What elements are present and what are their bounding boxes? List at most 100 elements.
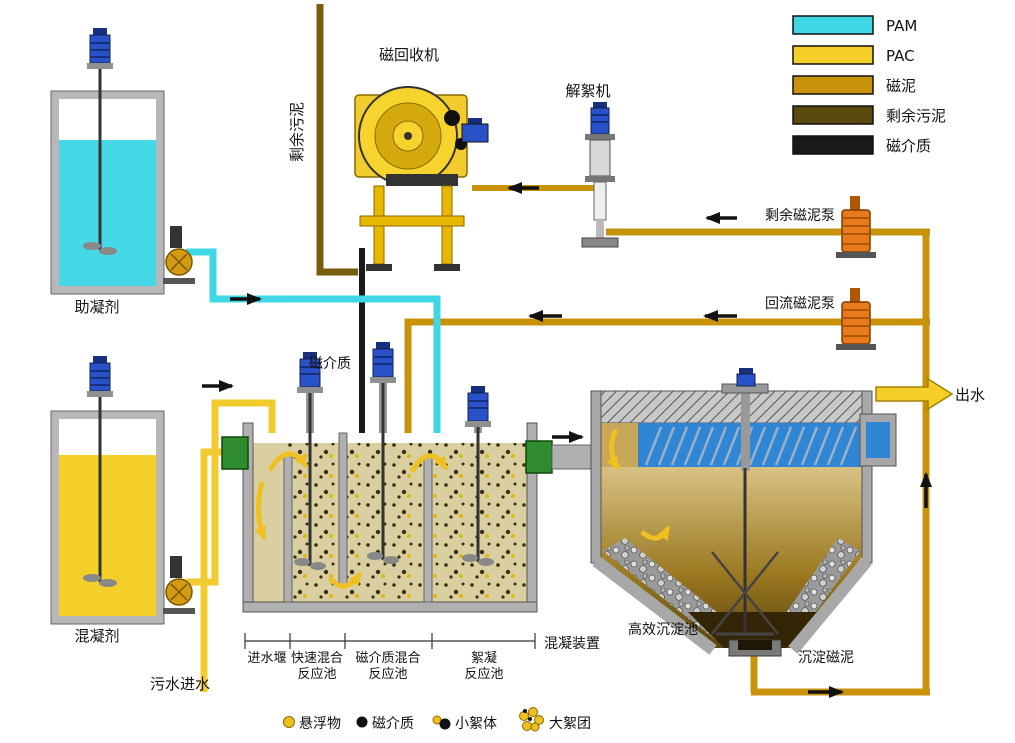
media-mixing-label-1: 磁介质混合 bbox=[355, 651, 420, 666]
drum-motor-icon bbox=[461, 123, 489, 143]
launder-deck bbox=[600, 390, 863, 424]
baffle bbox=[423, 454, 433, 603]
chamber-bracket: 进水堰 快速混合 反应池 磁介质混合 反应池 絮凝 反应池 bbox=[244, 633, 536, 682]
settled-mud-label: 沉淀磁泥 bbox=[798, 650, 854, 666]
coagulant-aid-tank: 助凝剂 bbox=[50, 28, 165, 316]
coagulant-tank: 混凝剂 bbox=[50, 356, 165, 645]
legend-swatch-magnetic-mud bbox=[792, 75, 874, 95]
flow-arrow bbox=[267, 451, 309, 472]
large-floc-label: 大絮团 bbox=[549, 715, 591, 732]
impeller-blade bbox=[99, 247, 117, 255]
magnetic-media-dot-icon bbox=[356, 716, 368, 728]
effluent-label: 出水 bbox=[955, 386, 985, 404]
mixer-motor-cap bbox=[93, 28, 107, 35]
sedimentation-tank-label: 高效沉淀池 bbox=[628, 621, 698, 638]
pac-liquid bbox=[59, 455, 156, 616]
inlet-weir-label: 进水堰 bbox=[247, 651, 286, 666]
scraper-arm bbox=[711, 551, 779, 635]
inlet-weir-baffle bbox=[283, 454, 293, 603]
legend-swatch-excess-sludge bbox=[792, 105, 874, 125]
excess-sludge-pipe bbox=[316, 4, 358, 276]
excess-mud-pump-label: 剩余磁泥泵 bbox=[765, 207, 835, 224]
pump-body bbox=[841, 209, 871, 253]
coagulation-mixing-tank bbox=[221, 342, 553, 613]
pump-body bbox=[841, 301, 871, 345]
large-floc-icon bbox=[519, 707, 544, 732]
flocculation-label-2: 反应池 bbox=[464, 666, 503, 682]
influent-label: 污水进水 bbox=[150, 675, 210, 693]
legend-label-pam: PAM bbox=[886, 17, 917, 35]
outlet-port bbox=[525, 440, 553, 474]
return-mud-pipe bbox=[404, 318, 843, 433]
legend-label-pac: PAC bbox=[886, 47, 915, 65]
coagulant-label: 混凝剂 bbox=[74, 627, 119, 645]
inlet-port bbox=[221, 436, 249, 470]
tank-wall-left bbox=[590, 390, 602, 564]
magnetic-media-pipe-label: 磁介质 bbox=[309, 356, 351, 372]
legend: PAM PAC 磁泥 剩余污泥 磁介质 bbox=[792, 15, 946, 155]
flow-arrow bbox=[254, 481, 267, 541]
cone-wall-left bbox=[592, 556, 717, 655]
baffle bbox=[338, 432, 348, 586]
excess-magnetic-mud-pump bbox=[836, 196, 876, 258]
scraper-motor-icon bbox=[736, 373, 756, 387]
machine-hopper bbox=[386, 174, 458, 186]
drive-shaft-housing bbox=[741, 393, 750, 471]
legend-swatch-pam bbox=[792, 15, 874, 35]
cone-wall-right bbox=[788, 557, 872, 654]
roller bbox=[444, 110, 460, 126]
magnetic-mud-pipes bbox=[404, 185, 930, 696]
defloc-lower-body bbox=[593, 181, 607, 221]
sedimentation-tank bbox=[590, 368, 897, 657]
deflocculator-label: 解絮机 bbox=[565, 82, 610, 100]
legend-swatch-magnetic-media bbox=[792, 135, 874, 155]
coagulation-unit-label: 混凝装置 bbox=[544, 636, 600, 652]
effluent-arrow bbox=[875, 377, 954, 411]
pam-dosing-pump bbox=[163, 226, 195, 284]
return-mud-pump-label: 回流磁泥泵 bbox=[765, 296, 835, 312]
pump-motor-icon bbox=[170, 556, 182, 578]
impeller-blade bbox=[99, 579, 117, 587]
mixer-motor-cap bbox=[93, 356, 107, 363]
small-floc-label: 小絮体 bbox=[455, 715, 497, 732]
rapid-mixer bbox=[294, 352, 326, 570]
flow-arrow bbox=[640, 525, 671, 541]
flocculation-mixer bbox=[462, 386, 494, 566]
coagulant-aid-label: 助凝剂 bbox=[74, 298, 119, 316]
lamella-plates bbox=[644, 426, 858, 466]
transfer-duct bbox=[551, 444, 593, 470]
pam-pipe bbox=[186, 248, 441, 556]
stand-crossbar bbox=[359, 215, 465, 227]
rapid-mixing-label-1: 快速混合 bbox=[291, 651, 343, 666]
impeller-blade bbox=[83, 242, 101, 250]
legend-label-excess-sludge: 剩余污泥 bbox=[886, 107, 946, 125]
mixing-liquid bbox=[253, 443, 527, 602]
flow-arrow bbox=[606, 428, 621, 471]
media-mixing-label-2: 反应池 bbox=[368, 666, 407, 682]
legend-label-magnetic-media: 磁介质 bbox=[886, 137, 931, 155]
flow-direction-arrows bbox=[202, 182, 932, 698]
suspended-solids-icon bbox=[283, 716, 295, 728]
magnetic-recovery-machine-label: 磁回收机 bbox=[379, 46, 439, 64]
tank-wall-bottom bbox=[242, 601, 538, 613]
pam-liquid bbox=[59, 140, 156, 286]
rapid-mixing-label-2: 反应池 bbox=[297, 666, 336, 682]
flow-arrow bbox=[409, 453, 449, 474]
suspended-solids-label: 悬浮物 bbox=[299, 716, 341, 732]
magnetic-recovery-machine: 磁回收机 bbox=[354, 46, 489, 271]
symbol-legend: 悬浮物 磁介质 小絮体 大絮团 bbox=[283, 707, 591, 732]
pac-dosing-pump bbox=[163, 556, 195, 614]
legend-label-magnetic-mud: 磁泥 bbox=[886, 77, 916, 95]
small-floc-icon bbox=[439, 718, 451, 730]
impeller-blade bbox=[83, 574, 101, 582]
excess-sludge-label: 剩余污泥 bbox=[288, 102, 306, 162]
flow-arrow bbox=[328, 571, 363, 589]
magnetic-media-dot-label: 磁介质 bbox=[372, 716, 414, 732]
flocculation-label-1: 絮凝 bbox=[471, 650, 497, 666]
media-mixer bbox=[367, 342, 399, 564]
pump-motor-icon bbox=[170, 226, 182, 248]
deflocculator: 解絮机 bbox=[565, 82, 619, 248]
defloc-body bbox=[589, 139, 611, 177]
